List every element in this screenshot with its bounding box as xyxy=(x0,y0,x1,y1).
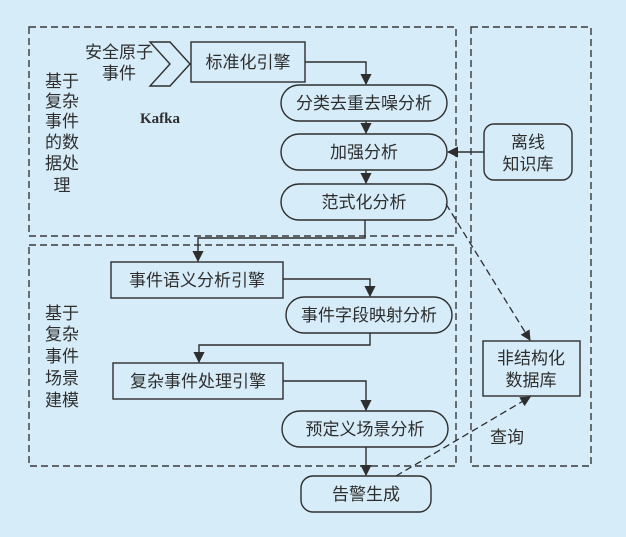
query-edge-label: 查询 xyxy=(490,428,524,448)
edge-field-mapping-to-cep xyxy=(193,333,371,364)
region-storage xyxy=(470,26,592,467)
node-label: 范式化分析 xyxy=(322,193,407,213)
node-label: 标准化引擎 xyxy=(206,53,291,73)
edge-semantic-to-field-mapping xyxy=(283,278,376,298)
node-label-line: 非结构化 xyxy=(497,349,565,369)
edge-alert-query-database-dashed xyxy=(395,396,531,477)
region-label-line: 场景 xyxy=(45,369,79,389)
node-label-line: 离线 xyxy=(511,133,545,153)
node-label: 告警生成 xyxy=(332,485,400,505)
node-normalize: 范式化分析 xyxy=(280,183,448,221)
region-label-line: 基于 xyxy=(45,72,79,92)
node-label: 复杂事件处理引擎 xyxy=(130,372,266,392)
edge-cep-to-predefined xyxy=(283,380,372,412)
region-label-line: 据处 xyxy=(45,154,79,174)
region-label-line: 基于 xyxy=(45,304,79,324)
region-label-line: 复杂 xyxy=(45,325,79,345)
node-cep-engine: 复杂事件处理引擎 xyxy=(112,362,284,400)
node-semantic-engine: 事件语义分析引擎 xyxy=(110,261,284,299)
region-label-line: 复杂 xyxy=(45,92,79,112)
node-label: 预定义场景分析 xyxy=(306,420,425,440)
region-label-data-processing: 基于 复杂 事件 的数 据处 理 xyxy=(45,72,79,196)
chevron-arrow-icon xyxy=(148,41,191,87)
region-label-line: 的数 xyxy=(45,133,79,153)
region-label-line: 事件 xyxy=(45,347,79,367)
input-label-line: 事件 xyxy=(102,64,136,84)
node-predefined-scene: 预定义场景分析 xyxy=(281,410,449,448)
region-label-line: 事件 xyxy=(45,112,79,132)
kafka-label: Kafka xyxy=(140,111,181,127)
node-label: 加强分析 xyxy=(330,143,398,163)
region-label-line: 建模 xyxy=(45,391,79,411)
node-alert-generation: 告警生成 xyxy=(300,475,432,513)
edge-normalize-to-semantic xyxy=(192,220,366,263)
region-scene-modeling xyxy=(28,244,457,467)
region-data-processing xyxy=(28,26,457,237)
region-label-scene-modeling: 基于 复杂 事件 场景 建模 xyxy=(45,304,79,411)
node-label-line: 数据库 xyxy=(506,371,557,391)
edge-normalize-to-database-dashed xyxy=(445,203,531,341)
node-offline-knowledge-base: 离线 知识库 xyxy=(483,123,573,181)
node-unstructured-database: 非结构化 数据库 xyxy=(482,340,581,397)
node-field-mapping: 事件字段映射分析 xyxy=(285,296,453,334)
region-label-line: 理 xyxy=(54,176,71,196)
node-label: 事件字段映射分析 xyxy=(301,306,437,326)
node-label: 分类去重去噪分析 xyxy=(296,94,432,114)
node-enhance: 加强分析 xyxy=(280,133,448,171)
edge-standardize-to-classify xyxy=(305,61,372,86)
input-label-line: 安全原子 xyxy=(85,43,153,63)
node-standardize-engine: 标准化引擎 xyxy=(190,41,306,83)
node-label-line: 知识库 xyxy=(503,155,554,175)
node-label: 事件语义分析引擎 xyxy=(129,271,265,291)
node-classify-dedup: 分类去重去噪分析 xyxy=(280,84,448,122)
